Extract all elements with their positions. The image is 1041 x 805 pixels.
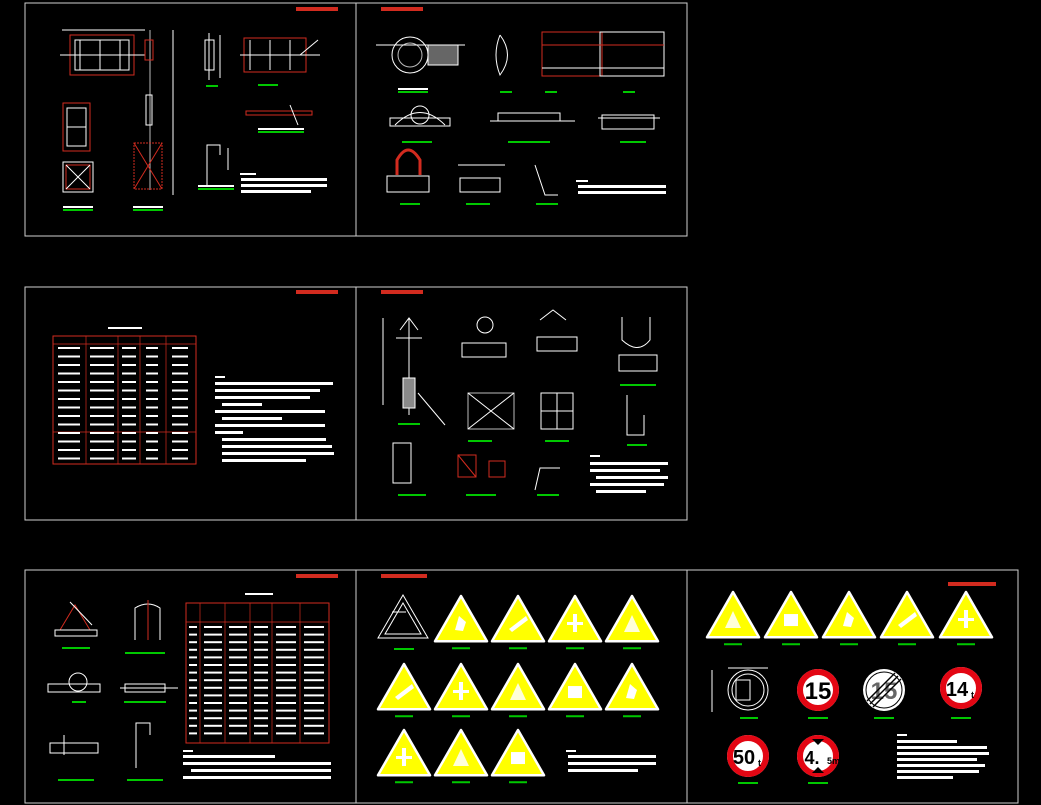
sheet-5-title-bar <box>296 574 338 578</box>
warning-sign <box>490 594 546 650</box>
sheet-4-captions <box>398 384 656 496</box>
end-speed-limit-sign: 15 <box>863 669 905 719</box>
sheet-3-frame <box>24 286 357 521</box>
warning-sign <box>938 590 994 646</box>
sheet-7-signs: 15 15 14 t 50 t <box>705 590 994 784</box>
sheet-1-captions <box>63 84 304 211</box>
warning-sign <box>376 728 432 784</box>
weight-limit-value: 14 <box>946 679 969 701</box>
sheet-5-drawings <box>47 600 178 768</box>
sheet-6-signs <box>376 594 660 784</box>
height-limit-value: 4. <box>804 748 819 768</box>
sheet-1-title-bar <box>296 7 338 11</box>
height-limit-sign: 4. 5m <box>797 735 840 784</box>
warning-sign <box>547 662 603 718</box>
sheet-1-notes <box>240 173 327 193</box>
warning-sign <box>490 728 546 784</box>
sheet-2-drawings <box>376 31 665 196</box>
sheet-2-captions <box>398 88 646 205</box>
sheet-5-notes <box>183 750 331 779</box>
end-speed-limit-value: 15 <box>871 678 898 705</box>
weight-limit-sign-2: 50 t <box>727 735 769 784</box>
sheet-5-table <box>185 593 330 744</box>
warning-sign <box>433 728 489 784</box>
warning-sign <box>547 594 603 650</box>
warning-sign <box>604 662 660 718</box>
sheet-2-frame <box>355 2 688 237</box>
height-limit-unit: 5m <box>827 756 840 766</box>
sheet-4-notes <box>590 455 668 493</box>
sheet-5-captions <box>58 647 166 781</box>
sheet-3-notes <box>215 376 334 462</box>
warning-sign <box>821 590 877 646</box>
speed-limit-sign: 15 <box>797 669 839 719</box>
warning-sign <box>376 662 432 718</box>
weight-limit-2-value: 50 <box>733 747 755 769</box>
warning-sign <box>433 594 489 650</box>
sheet-3-title-bar <box>296 290 338 294</box>
speed-limit-value: 15 <box>805 678 832 705</box>
warning-sign-frame-detail <box>377 594 429 639</box>
sign-back-detail <box>711 667 769 719</box>
sheet-4-drawings <box>382 309 658 491</box>
warning-sign <box>705 590 761 646</box>
weight-limit-unit: t <box>971 690 974 700</box>
sheet-6-title-bar <box>381 574 427 578</box>
sheet-3-table <box>52 327 197 465</box>
weight-limit-sign: 14 t <box>940 667 982 719</box>
warning-sign <box>433 662 489 718</box>
sheet-7-notes <box>897 734 989 779</box>
sheet-7-frame <box>686 569 1019 804</box>
warning-sign <box>763 590 819 646</box>
warning-sign <box>604 594 660 650</box>
sheet-2-notes <box>576 180 666 194</box>
warning-sign <box>879 590 935 646</box>
sheet-4-frame <box>355 286 688 521</box>
sheet-4-title-bar <box>381 290 423 294</box>
sheet-7-title-bar <box>948 582 996 586</box>
weight-limit-2-unit: t <box>758 758 761 768</box>
sheet-2-title-bar <box>381 7 423 11</box>
warning-sign <box>490 662 546 718</box>
sheet-1-drawings <box>60 29 320 195</box>
